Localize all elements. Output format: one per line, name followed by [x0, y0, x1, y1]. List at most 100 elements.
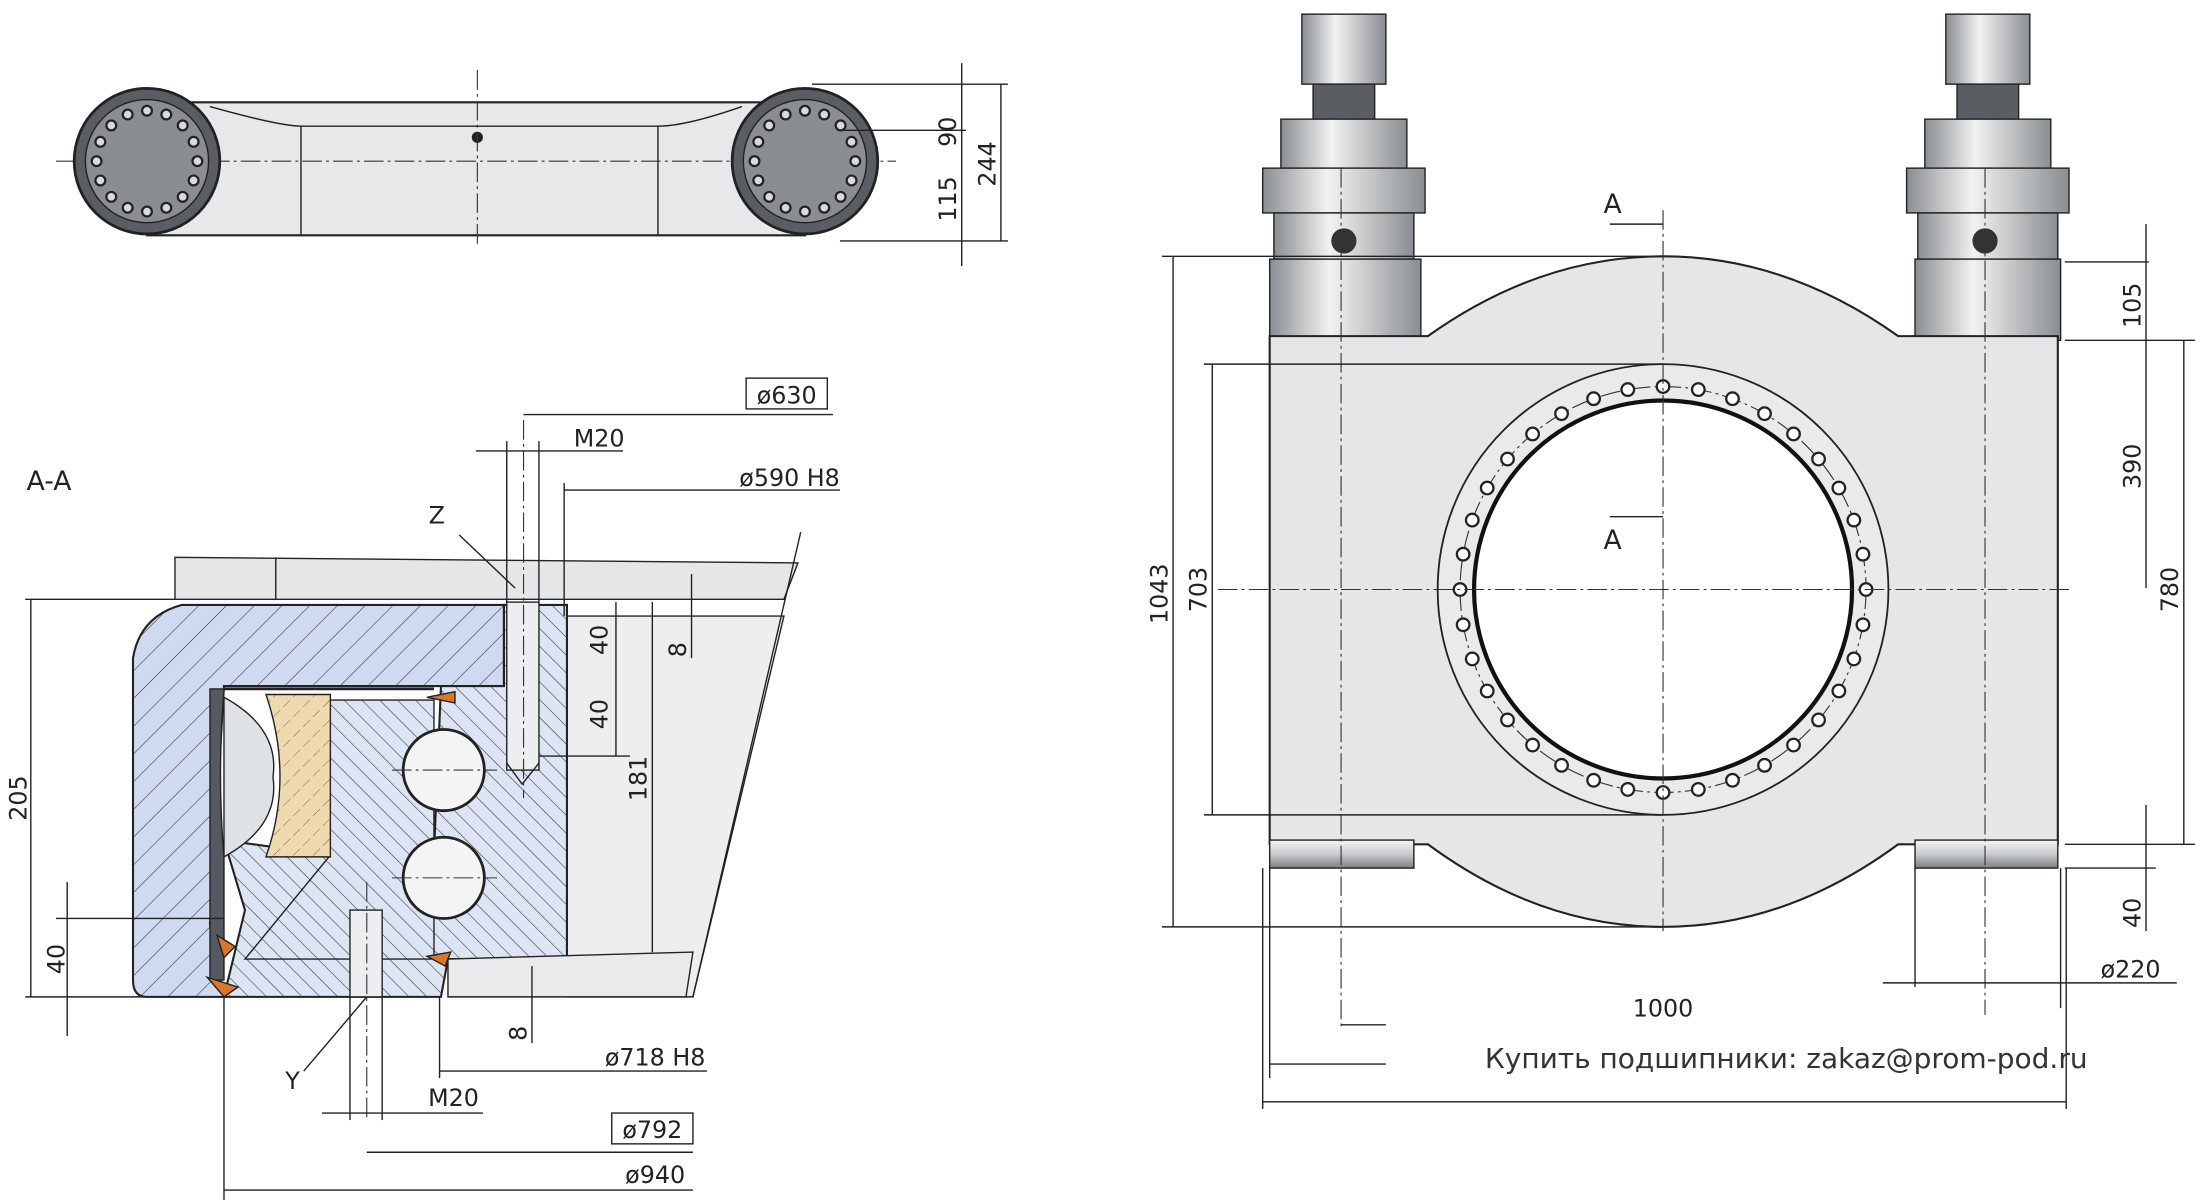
drive-motor-right	[1905, 13, 2070, 342]
bolt-hole-icon	[1525, 737, 1540, 753]
bolt-hole-icon	[1690, 382, 1706, 398]
dim-40: 40	[2118, 898, 2146, 928]
bolt-hole-icon	[1811, 451, 1826, 467]
bolt-hole-icon	[834, 119, 847, 132]
dim-m20-bottom: M20	[428, 1084, 479, 1112]
dim-244: 244	[973, 141, 1001, 186]
bolt-hole-icon	[1831, 683, 1847, 699]
bolt-hole-icon	[1525, 426, 1540, 442]
dim-703: 703	[1185, 567, 1213, 612]
dim-d590: ø590 H8	[739, 464, 840, 492]
dim-181: 181	[625, 756, 653, 801]
section-view: A-A 205	[5, 377, 840, 1200]
bolt-hole-icon	[1831, 480, 1847, 496]
dim-d940: ø940	[625, 1161, 685, 1189]
bolt-hole-icon	[187, 135, 200, 148]
bolt-hole-icon	[752, 135, 765, 148]
bolt-hole-icon	[1455, 617, 1471, 633]
bolt-hole-icon	[160, 108, 173, 121]
bolt-hole-icon	[1554, 406, 1569, 422]
dim-d718: ø718 H8	[605, 1043, 706, 1071]
bolt-hole-icon	[1757, 757, 1772, 773]
bolt-hole-icon	[834, 190, 847, 203]
bolt-hole-icon	[140, 205, 154, 218]
bolt-hole-icon	[94, 174, 107, 187]
bolt-hole-icon	[121, 201, 134, 214]
bolt-hole-icon	[779, 201, 792, 214]
bolt-hole-icon	[176, 119, 189, 132]
bolt-hole-icon	[779, 108, 792, 121]
dim-115: 115	[934, 176, 962, 221]
bolt-hole-icon	[849, 155, 862, 168]
label-y: Y	[284, 1067, 300, 1095]
dim-8-top: 8	[664, 642, 692, 657]
bolt-hole-icon	[1855, 617, 1871, 633]
bolt-hole-icon	[1690, 781, 1706, 797]
bolt-hole-icon	[1811, 712, 1826, 728]
bolt-hole-icon	[105, 190, 118, 203]
bolt-hole-icon	[1500, 712, 1515, 728]
bolt-hole-icon	[1846, 512, 1862, 528]
bolt-hole-icon	[94, 135, 107, 148]
bolt-hole-icon	[798, 205, 811, 218]
bolt-hole-icon	[1725, 391, 1740, 407]
bolt-hole-icon	[1464, 651, 1480, 667]
section-mark-bottom: A	[1604, 525, 1622, 556]
bolt-hole-icon	[1786, 737, 1801, 753]
top-view: 90 115 244	[55, 63, 1008, 267]
bolt-hole-icon	[1500, 451, 1515, 467]
dim-780: 780	[2156, 567, 2184, 612]
bolt-hole-icon	[105, 119, 118, 132]
bolt-hole-icon	[1757, 406, 1772, 422]
section-mark-top: A	[1604, 189, 1622, 220]
bolt-hole-icon	[1586, 391, 1602, 407]
bolt-hole-icon	[1479, 480, 1495, 496]
dim-d792: ø792	[622, 1116, 682, 1144]
bolt-hole-icon	[763, 119, 776, 132]
dim-m20-top: M20	[574, 425, 625, 453]
dim-205: 205	[5, 775, 33, 820]
bolt-hole-icon	[1846, 651, 1862, 667]
bolt-hole-icon	[1479, 683, 1495, 699]
bolt-hole-icon	[845, 174, 858, 187]
bolt-hole-icon	[1855, 546, 1871, 562]
bolt-hole-icon	[1786, 426, 1801, 442]
front-view: A A 1043 703 105 390 780 40 ø220 1000	[1145, 13, 2195, 1109]
d792-box	[611, 1112, 694, 1145]
bolt-hole-icon	[1464, 512, 1480, 528]
bolt-hole-icon	[818, 108, 831, 121]
bolt-hole-icon	[1586, 772, 1602, 788]
dim-1043: 1043	[1145, 563, 1173, 624]
bolt-hole-icon	[748, 155, 761, 168]
bolt-hole-icon	[1455, 546, 1471, 562]
bolt-hole-icon	[121, 108, 134, 121]
bolt-hole-icon	[1620, 382, 1636, 398]
dim-390: 390	[2118, 444, 2146, 489]
bolt-hole-icon	[140, 104, 154, 117]
bolt-hole-icon	[160, 201, 173, 214]
d630-box	[745, 377, 829, 410]
bolt-hole-icon	[845, 135, 858, 148]
bolt-hole-icon	[187, 174, 200, 187]
dim-90: 90	[934, 117, 962, 147]
bolt-hole-icon	[752, 174, 765, 187]
bolt-hole-icon	[1554, 757, 1569, 773]
dim-1000: 1000	[1633, 994, 1694, 1022]
dim-40a: 40	[586, 625, 614, 655]
dim-105: 105	[2118, 283, 2146, 328]
dim-40b: 40	[586, 699, 614, 729]
bolt-hole-icon	[798, 104, 811, 117]
watermark-text: Купить подшипники: zakaz@prom-pod.ru	[1485, 1042, 2088, 1075]
bolt-hole-icon	[1725, 772, 1740, 788]
label-z: Z	[429, 502, 445, 530]
dim-d630: ø630	[757, 381, 817, 409]
bolt-hole-icon	[191, 155, 204, 168]
bolt-hole-icon	[1620, 781, 1636, 797]
bolt-hole-icon	[818, 201, 831, 214]
drive-motor-left	[1261, 13, 1426, 342]
dim-40-bottom: 40	[42, 944, 70, 974]
dim-8-bottom: 8	[504, 1026, 532, 1041]
section-title: A-A	[27, 466, 72, 497]
dim-d220: ø220	[2101, 955, 2161, 983]
